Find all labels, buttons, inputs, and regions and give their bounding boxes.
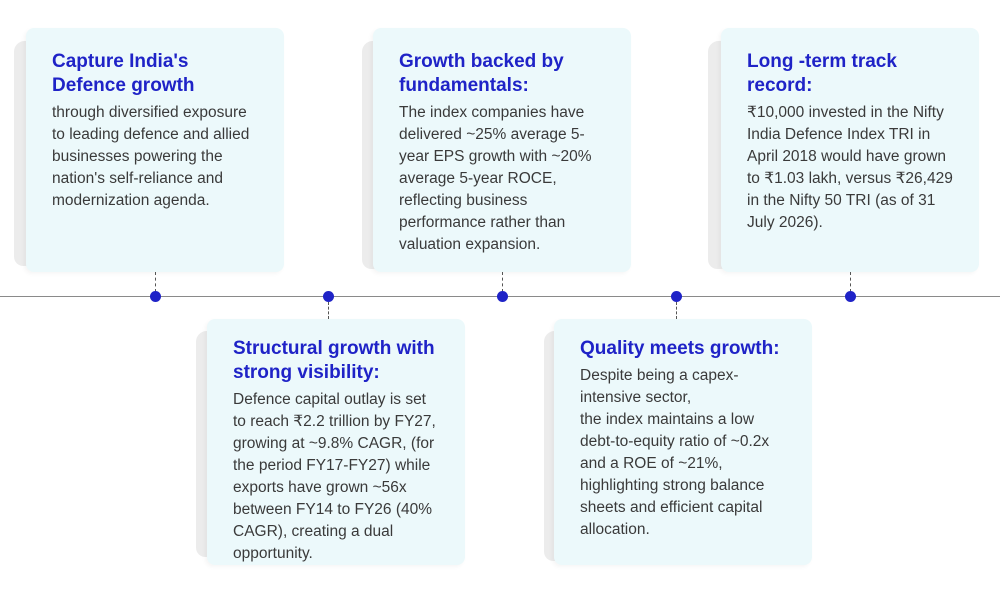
timeline-dot [323,291,334,302]
card-body: Despite being a capex-intensive sector, … [580,367,770,538]
card-title: Long -term track record: [747,51,897,96]
card-capture-defence-growth: Capture India's Defence growth through d… [26,28,284,272]
card-body: ₹10,000 invested in the Nifty India Defe… [747,104,953,231]
card-long-term-track-record: Long -term track record: ₹10,000 investe… [721,28,979,272]
connector-line [155,272,156,292]
card-title: Structural growth with strong visibility… [233,338,435,383]
card-quality-meets-growth: Quality meets growth: Despite being a ca… [554,319,812,565]
card-body: The index companies have delivered ~25% … [399,104,592,253]
timeline-dot [671,291,682,302]
connector-line [502,272,503,292]
card-title: Quality meets growth: [580,338,780,359]
connector-line [676,302,677,319]
connector-line [850,272,851,292]
connector-line [328,302,329,319]
card-structural-growth: Structural growth with strong visibility… [207,319,465,565]
card-title: Capture India's Defence growth [52,51,195,96]
card-title: Growth backed by fundamentals: [399,51,564,96]
timeline-dot [845,291,856,302]
timeline-dot [150,291,161,302]
card-body: through diversified exposure to leading … [52,104,250,209]
card-growth-fundamentals: Growth backed by fundamentals: The index… [373,28,631,272]
card-body: Defence capital outlay is set to reach ₹… [233,391,436,562]
timeline-dot [497,291,508,302]
